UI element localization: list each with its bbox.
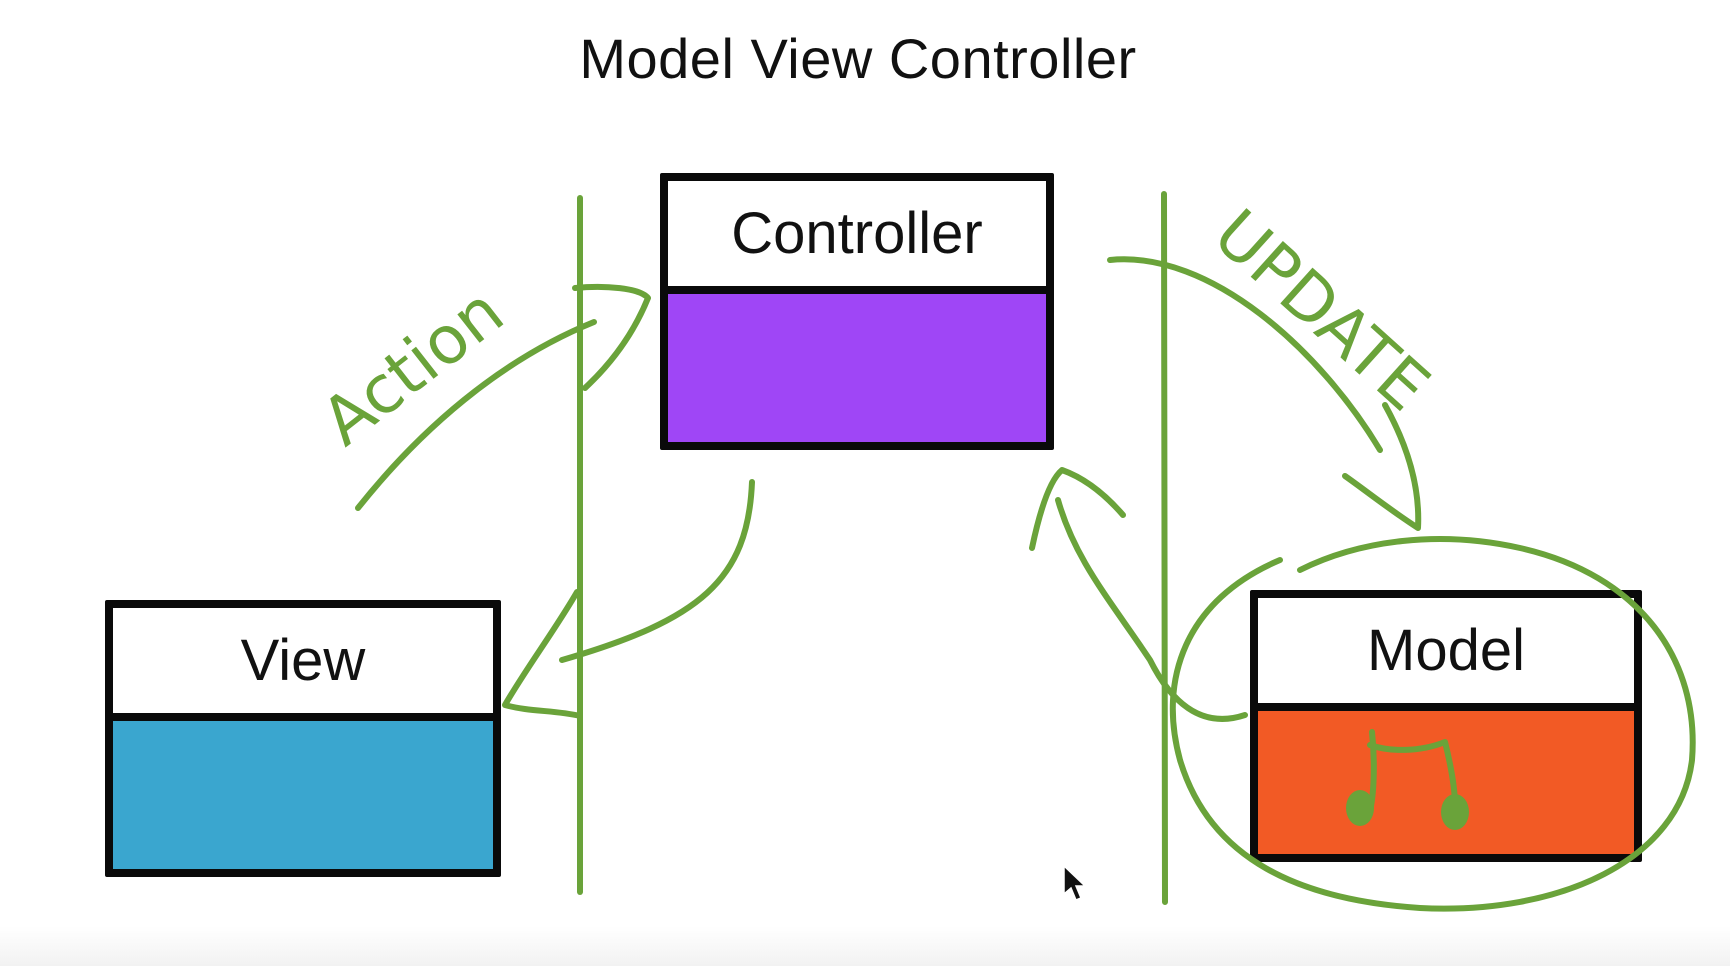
right-divider-line bbox=[1161, 191, 1168, 905]
slide-title: Model View Controller bbox=[579, 27, 1137, 90]
update-arrow bbox=[1107, 256, 1383, 453]
left-divider-line bbox=[576, 195, 584, 895]
model-box: Model bbox=[1250, 590, 1642, 862]
controller-label: Controller bbox=[668, 181, 1046, 294]
controller-to-view-arrow bbox=[559, 479, 755, 663]
model-body bbox=[1258, 711, 1634, 854]
view-box: View bbox=[105, 600, 501, 877]
model-label: Model bbox=[1258, 598, 1634, 711]
model-to-controller-arrowhead bbox=[1029, 467, 1126, 551]
view-label: View bbox=[113, 608, 493, 721]
controller-to-view-arrowhead bbox=[502, 589, 583, 719]
controller-body bbox=[668, 294, 1046, 442]
mouse-pointer-icon bbox=[1063, 864, 1087, 901]
action-arrow bbox=[355, 319, 597, 511]
view-body bbox=[113, 721, 493, 869]
action-arrowhead bbox=[572, 283, 651, 391]
bottom-strip bbox=[0, 926, 1730, 966]
model-to-controller-arrow bbox=[1055, 497, 1248, 722]
update-arrowhead bbox=[1342, 402, 1422, 531]
controller-box: Controller bbox=[660, 173, 1054, 450]
update-annotation: UPDATE bbox=[1199, 195, 1444, 426]
action-annotation: Action bbox=[307, 273, 517, 461]
